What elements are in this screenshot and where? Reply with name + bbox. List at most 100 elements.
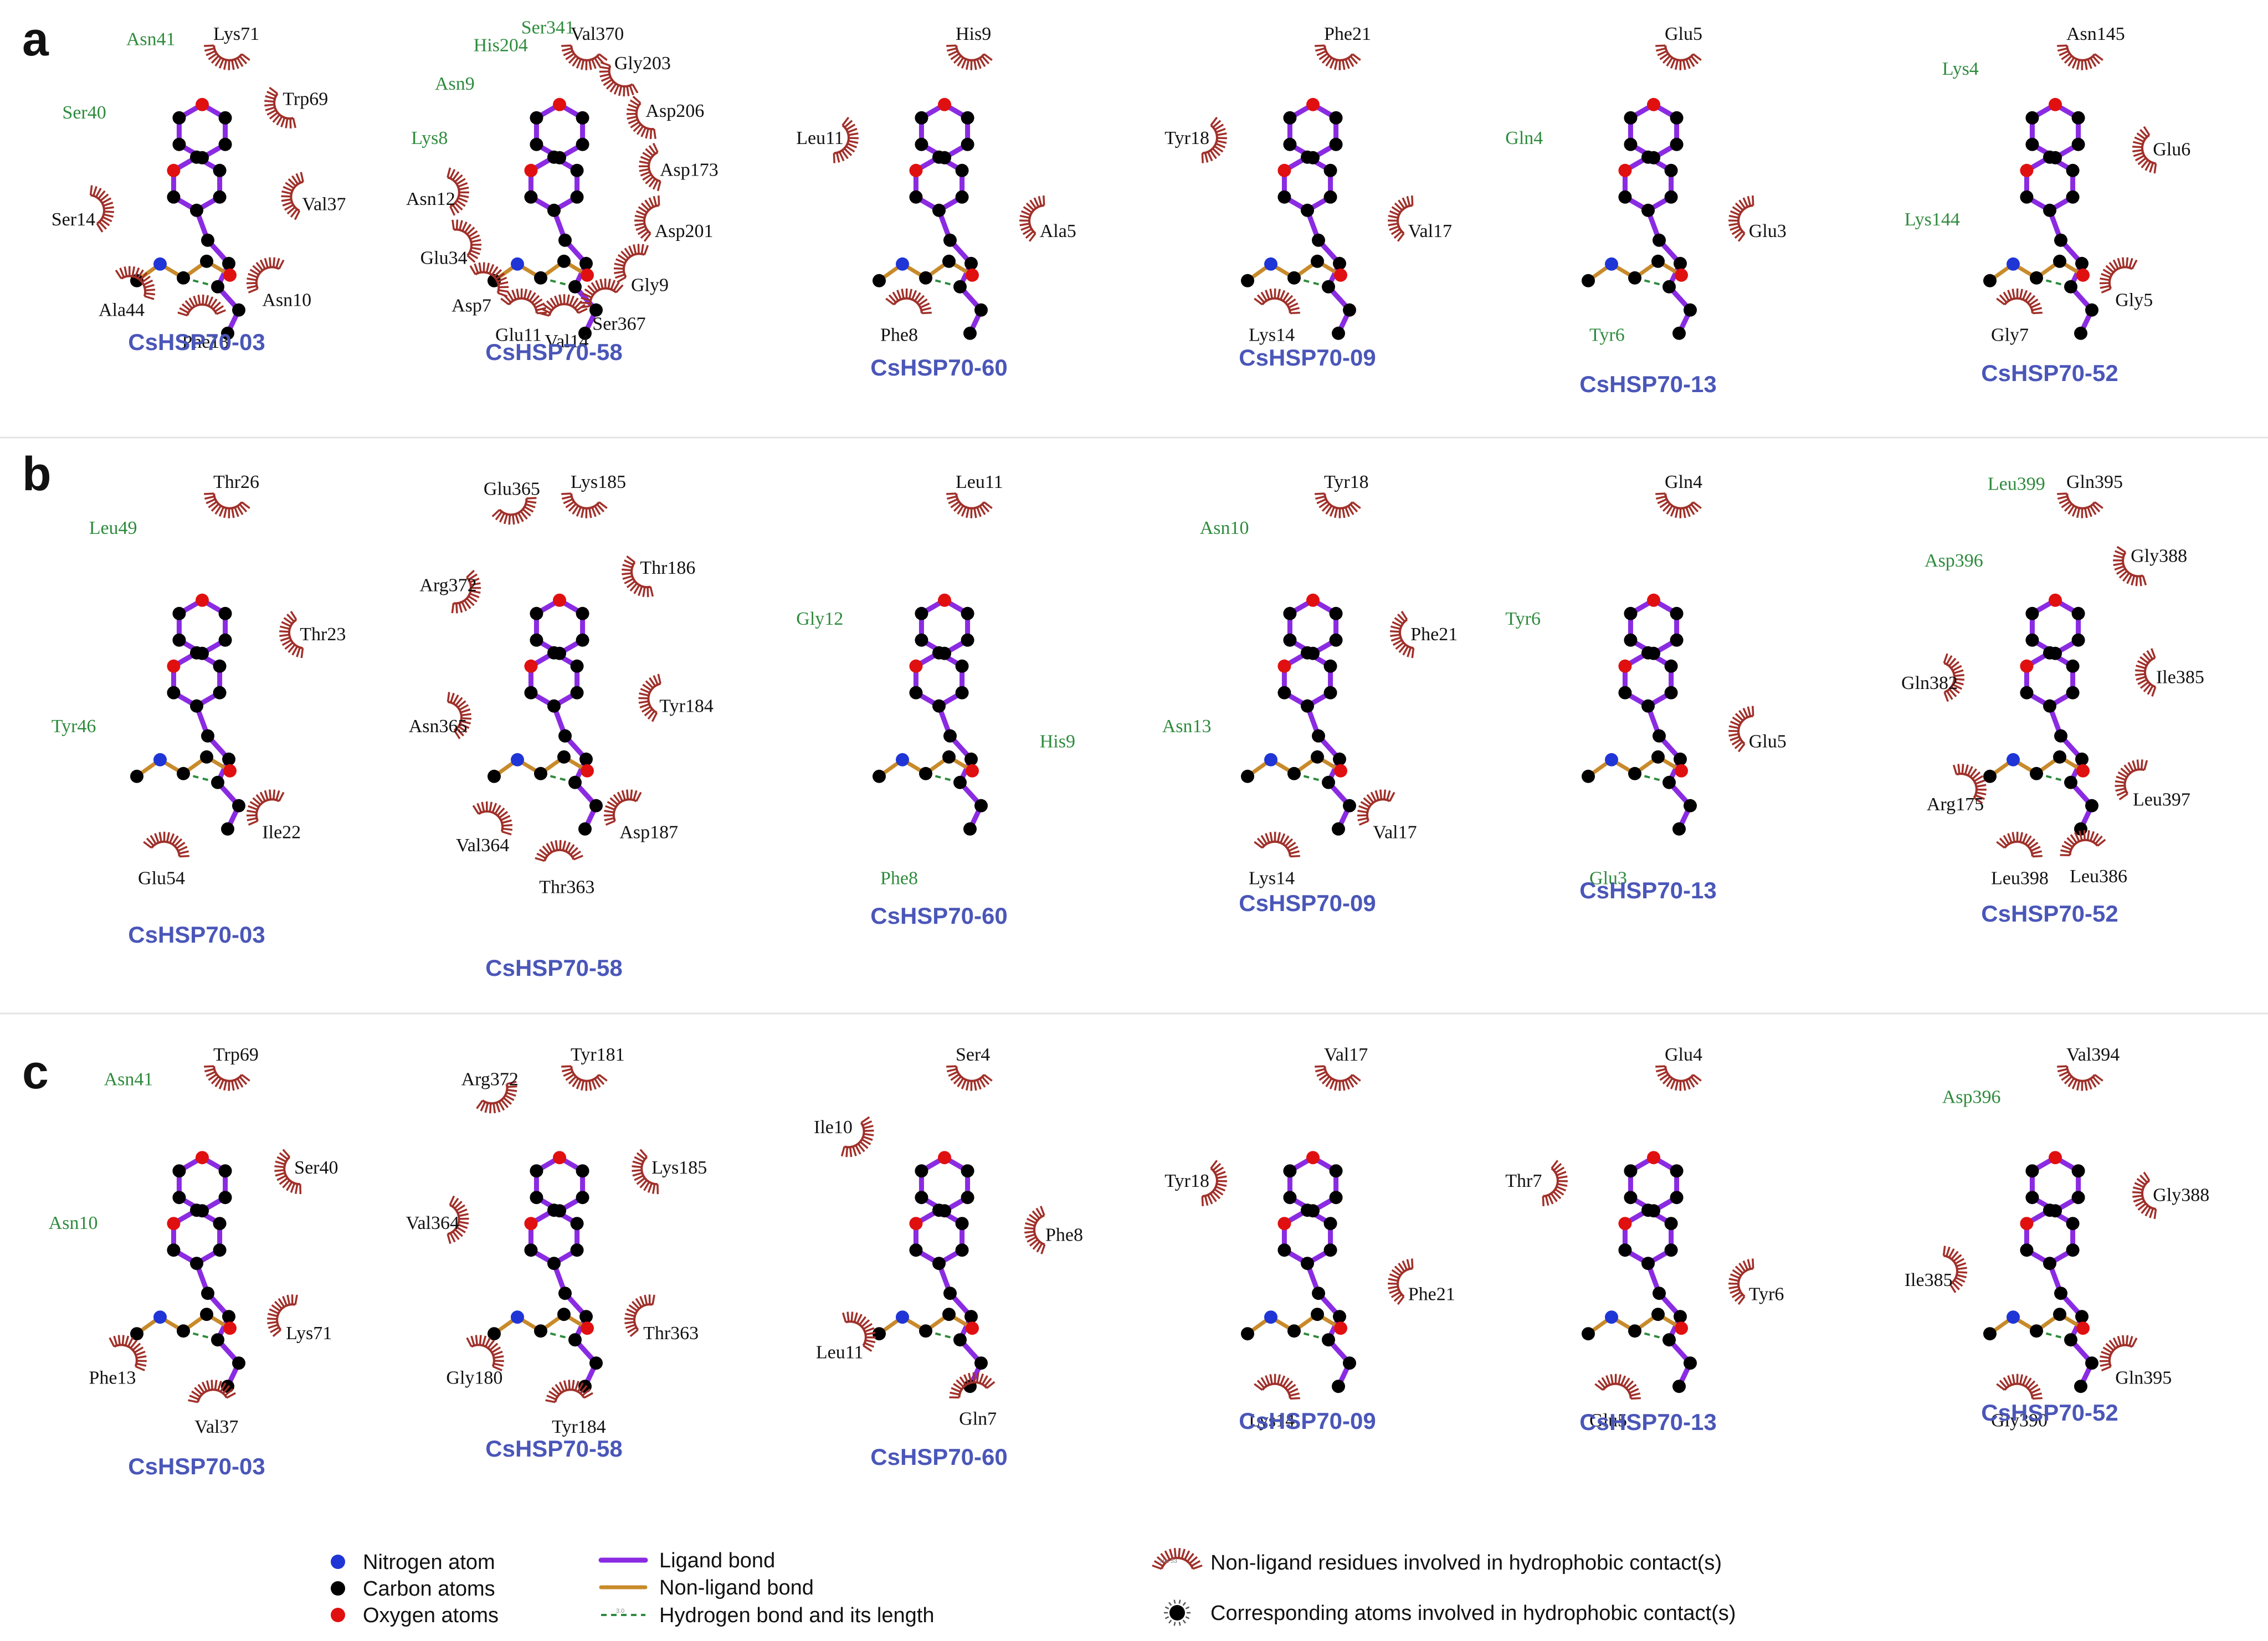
legend-hydrophobic-atom-icon	[1164, 1599, 1191, 1626]
hydrophobic-contact-arc	[1388, 195, 1414, 242]
hydrophobic-contact-arc	[177, 294, 226, 317]
atoms	[873, 97, 988, 340]
hbond-residue-label: Asn13	[1162, 716, 1212, 737]
atoms	[1241, 97, 1356, 340]
hbond-residue-label: Ser40	[62, 102, 106, 123]
residue-label: Gly7	[1991, 325, 2029, 345]
residue-label: Ala44	[99, 300, 145, 320]
legend-hydrophobic-residues-text: Non-ligand residues involved in hydropho…	[1210, 1551, 1722, 1575]
complex-diagram: Trp69Ser40Lys71Val37Phe13Asn10Asn41CsHSP…	[49, 1045, 338, 1479]
residue-label: Tyr18	[1324, 472, 1369, 492]
residue-label: Glu54	[138, 868, 185, 888]
residue-label: Glu365	[484, 479, 540, 500]
complex-label: CsHSP70-52	[1981, 1400, 2118, 1426]
hydrophobic-contact-arc	[946, 1065, 993, 1091]
residue-label: Arg372	[419, 575, 476, 596]
hydrophobic-contact-arc	[624, 1294, 655, 1338]
hydrophobic-contact-arc	[1728, 1258, 1754, 1305]
hbond-residue-label: His204	[474, 35, 528, 55]
complex-label: CsHSP70-03	[128, 1453, 265, 1479]
hydrophobic-contact-arc	[634, 195, 660, 242]
hbond-residue-label: Asn10	[49, 1213, 98, 1233]
hydrophobic-contact-arc	[1655, 1065, 1702, 1091]
residue-label: Leu398	[1991, 868, 2049, 888]
hydrophobic-contact-arc	[632, 1149, 659, 1195]
atoms	[130, 97, 245, 340]
hbond-residue-label: Asp396	[1925, 551, 1983, 571]
legend-nitrogen-text: Nitrogen atom	[363, 1551, 495, 1574]
complex-label: CsHSP70-13	[1579, 1409, 1716, 1435]
residue-label: Val37	[302, 194, 346, 214]
hydrophobic-contact-arc	[204, 492, 250, 518]
complex-label: CsHSP70-58	[485, 339, 622, 365]
residue-label: Val364	[456, 835, 509, 856]
residue-label: Trp69	[213, 1045, 259, 1065]
residue-label: Asp7	[451, 296, 491, 316]
residue-label: Lys14	[1249, 325, 1295, 345]
complex-label: CsHSP70-09	[1239, 1408, 1376, 1434]
residue-label: Ile22	[262, 822, 301, 842]
residue-label: Trp69	[283, 89, 328, 110]
hydrophobic-contact-arc	[109, 1335, 147, 1371]
legend-hydrophobic-atoms-text: Corresponding atoms involved in hydropho…	[1210, 1602, 1736, 1625]
atoms	[1983, 97, 2098, 340]
panel-letter-c: c	[22, 1046, 49, 1099]
atoms	[488, 97, 603, 340]
residue-label: Ser40	[294, 1158, 338, 1178]
complex-label: CsHSP70-60	[870, 1444, 1007, 1470]
atoms	[488, 1151, 603, 1393]
hydrophobic-contact-arc	[840, 1116, 874, 1158]
hbond-residue-label: Asn41	[104, 1069, 153, 1089]
residue-label: Lys14	[1249, 1410, 1295, 1431]
hydrophobic-contact-arc	[2113, 546, 2147, 587]
residue-label: Leu386	[2070, 866, 2127, 887]
atoms	[1983, 593, 2098, 836]
residue-label: Lys71	[213, 24, 259, 44]
hydrophobic-contact-arc	[1655, 44, 1702, 70]
panel-letter-b: b	[22, 447, 52, 501]
hydrophobic-contact-arc	[2057, 492, 2103, 518]
hydrophobic-contact-arc	[638, 673, 661, 722]
hydrophobic-contact-arc	[472, 801, 513, 836]
atoms	[130, 593, 245, 836]
hydrophobic-contact-arc	[204, 1065, 250, 1091]
residue-label: Arg372	[461, 1069, 519, 1089]
residue-label: Asp201	[655, 221, 714, 241]
residue-label: Asn12	[406, 189, 455, 209]
residue-label: Val394	[2066, 1045, 2120, 1065]
hydrophobic-contact-arc	[535, 840, 583, 862]
residue-label: Val37	[194, 1417, 238, 1437]
hydrophobic-contact-arc	[1315, 1065, 1361, 1091]
hydrophobic-contact-arc	[1019, 195, 1045, 242]
residue-label: Lys185	[651, 1158, 707, 1178]
hydrophobic-contact-arc	[451, 569, 481, 614]
residue-label: Arg175	[1927, 794, 1984, 815]
legend-hydrophobic-arc-icon	[1152, 1548, 1203, 1570]
complex-diagram: Lys71Trp69Val37Asn10Phe13Ala44Ser14Ser40…	[52, 24, 346, 355]
hbond-residue-label: Leu399	[1988, 474, 2045, 494]
hbond-residue-label: Gln4	[1505, 128, 1543, 148]
hbond-residue-label: His9	[1040, 731, 1075, 752]
hydrophobic-contact-arc	[267, 1294, 298, 1338]
hydrophobic-contact-arc	[1315, 44, 1361, 70]
residue-label: Val17	[1408, 221, 1452, 241]
residue-label: Thr363	[539, 877, 594, 898]
hydrophobic-contact-arc	[246, 789, 285, 826]
hydrophobic-contact-arc	[447, 692, 472, 739]
hydrophobic-contact-arc	[2057, 1065, 2103, 1091]
hydrophobic-contact-arc	[1942, 1246, 1968, 1293]
residue-label: Asp173	[660, 160, 719, 180]
hydrophobic-contact-arc	[1388, 1258, 1414, 1305]
legend-carbon-text: Carbon atoms	[363, 1577, 495, 1601]
hydrophobic-contact-arc	[1996, 1373, 2043, 1400]
residue-label: Thr363	[643, 1323, 699, 1344]
complex-label: CsHSP70-52	[1981, 901, 2118, 927]
hydrophobic-contact-arc	[89, 185, 115, 233]
residue-label: Glu5	[1589, 1410, 1627, 1431]
